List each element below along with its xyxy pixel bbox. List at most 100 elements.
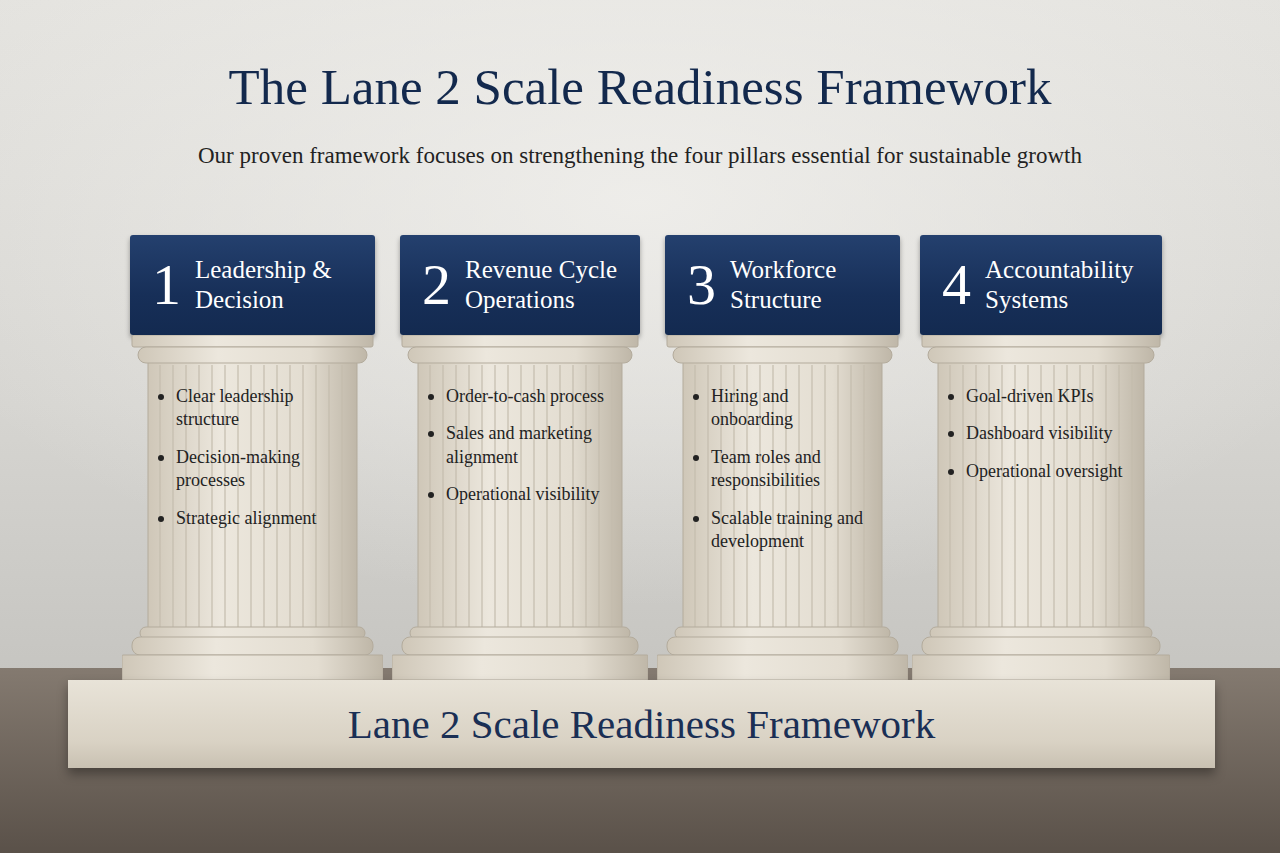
column-base-torus bbox=[402, 637, 638, 655]
column-plinth bbox=[122, 655, 383, 680]
column-plinth bbox=[657, 655, 908, 680]
column-base-torus bbox=[132, 637, 373, 655]
column-shaft bbox=[418, 361, 622, 633]
column-fluting bbox=[1131, 365, 1132, 629]
column-fluting bbox=[850, 365, 851, 629]
bullet-dot bbox=[693, 516, 699, 522]
column-plinth bbox=[912, 655, 1170, 680]
column-fluting bbox=[611, 365, 612, 629]
bullet-item: Sales and marketing alignment bbox=[428, 422, 614, 469]
column-capital bbox=[132, 335, 373, 347]
pillar-header: 1Leadership & Decision bbox=[130, 235, 375, 335]
bullet-item: Team roles and responsibilities bbox=[693, 446, 874, 493]
column-capital bbox=[922, 335, 1160, 347]
bullet-dot bbox=[428, 394, 434, 400]
bullet-dot bbox=[693, 394, 699, 400]
bullet-list: Order-to-cash processSales and marketing… bbox=[428, 385, 614, 521]
bullet-item: Operational visibility bbox=[428, 483, 614, 506]
pillar-title: Revenue Cycle Operations bbox=[465, 255, 633, 315]
pillar-title: Leadership & Decision bbox=[195, 255, 363, 315]
pillar-column: Clear leadership structureDecision-makin… bbox=[122, 335, 383, 680]
bullet-dot bbox=[948, 431, 954, 437]
column-fluting bbox=[1105, 365, 1106, 629]
bullet-text: Clear leadership structure bbox=[176, 386, 293, 429]
bullet-text: Hiring and onboarding bbox=[711, 386, 793, 429]
column-fluting bbox=[315, 365, 316, 629]
column-fluting bbox=[811, 365, 812, 629]
wall-glow bbox=[0, 0, 1280, 675]
base-plinth: Lane 2 Scale Readiness Framework bbox=[68, 680, 1215, 768]
column-fluting bbox=[949, 365, 950, 629]
bullet-text: Scalable training and development bbox=[711, 508, 863, 551]
pillar-column: Order-to-cash processSales and marketing… bbox=[392, 335, 648, 680]
bullet-dot bbox=[693, 455, 699, 461]
column-fluting bbox=[962, 365, 963, 629]
table bbox=[0, 668, 1280, 853]
bullet-text: Dashboard visibility bbox=[966, 423, 1113, 443]
column-base-torus bbox=[667, 637, 898, 655]
bullet-text: Goal-driven KPIs bbox=[966, 386, 1093, 406]
column-fluting bbox=[341, 365, 342, 629]
wall bbox=[0, 0, 1280, 675]
bullet-dot bbox=[428, 431, 434, 437]
pillar-number: 2 bbox=[422, 256, 451, 314]
bullet-dot bbox=[428, 492, 434, 498]
column-fluting bbox=[798, 365, 799, 629]
bullet-item: Operational oversight bbox=[948, 460, 1136, 483]
pillar-number: 3 bbox=[687, 256, 716, 314]
bullet-list: Hiring and onboardingTeam roles and resp… bbox=[693, 385, 874, 567]
bullet-text: Decision-making processes bbox=[176, 447, 300, 490]
pillar-column: Hiring and onboardingTeam roles and resp… bbox=[657, 335, 908, 680]
bullet-dot bbox=[948, 394, 954, 400]
column-fluting bbox=[1118, 365, 1119, 629]
diagram-title: The Lane 2 Scale Readiness Framework bbox=[0, 58, 1280, 116]
bullet-list: Goal-driven KPIsDashboard visibilityOper… bbox=[948, 385, 1136, 497]
bullet-item: Clear leadership structure bbox=[158, 385, 349, 432]
column-fluting bbox=[863, 365, 864, 629]
bullet-text: Strategic alignment bbox=[176, 508, 316, 528]
pillar-title: Workforce Structure bbox=[730, 255, 898, 315]
bullet-dot bbox=[158, 455, 164, 461]
column-plinth bbox=[392, 655, 648, 680]
bullet-item: Hiring and onboarding bbox=[693, 385, 874, 432]
column-shaft bbox=[148, 361, 357, 633]
pillar-header: 3Workforce Structure bbox=[665, 235, 900, 335]
column-capital bbox=[667, 335, 898, 347]
base-title: Lane 2 Scale Readiness Framework bbox=[348, 700, 935, 748]
bullet-text: Sales and marketing alignment bbox=[446, 423, 592, 466]
pillar-number: 1 bbox=[152, 256, 181, 314]
bullet-dot bbox=[158, 516, 164, 522]
bullet-item: Decision-making processes bbox=[158, 446, 349, 493]
pillar-header: 4Accountability Systems bbox=[920, 235, 1162, 335]
column-base-torus bbox=[922, 637, 1160, 655]
bullet-text: Operational oversight bbox=[966, 461, 1122, 481]
bullet-dot bbox=[158, 394, 164, 400]
column-fluting bbox=[302, 365, 303, 629]
column-fluting bbox=[172, 365, 173, 629]
bullet-list: Clear leadership structureDecision-makin… bbox=[158, 385, 349, 544]
column-capital-ring bbox=[408, 347, 632, 363]
bullet-text: Operational visibility bbox=[446, 484, 599, 504]
pillar-number: 4 bbox=[942, 256, 971, 314]
column-fluting bbox=[837, 365, 838, 629]
pillar-column: Goal-driven KPIsDashboard visibilityOper… bbox=[912, 335, 1170, 680]
bullet-text: Team roles and responsibilities bbox=[711, 447, 821, 490]
bullet-dot bbox=[948, 469, 954, 475]
pillar-title: Accountability Systems bbox=[985, 255, 1153, 315]
column-fluting bbox=[876, 365, 877, 629]
column-fluting bbox=[824, 365, 825, 629]
column-fluting bbox=[707, 365, 708, 629]
pillar-header: 2Revenue Cycle Operations bbox=[400, 235, 640, 335]
column-capital-ring bbox=[673, 347, 892, 363]
column-capital-ring bbox=[928, 347, 1154, 363]
column-fluting bbox=[328, 365, 329, 629]
bullet-item: Strategic alignment bbox=[158, 507, 349, 530]
bullet-item: Scalable training and development bbox=[693, 507, 874, 554]
column-shaft bbox=[938, 361, 1144, 633]
bullet-item: Goal-driven KPIs bbox=[948, 385, 1136, 408]
bullet-item: Order-to-cash process bbox=[428, 385, 614, 408]
bullet-item: Dashboard visibility bbox=[948, 422, 1136, 445]
subtitle-label: Our proven framework focuses on strength… bbox=[0, 143, 1280, 169]
column-fluting bbox=[159, 365, 160, 629]
